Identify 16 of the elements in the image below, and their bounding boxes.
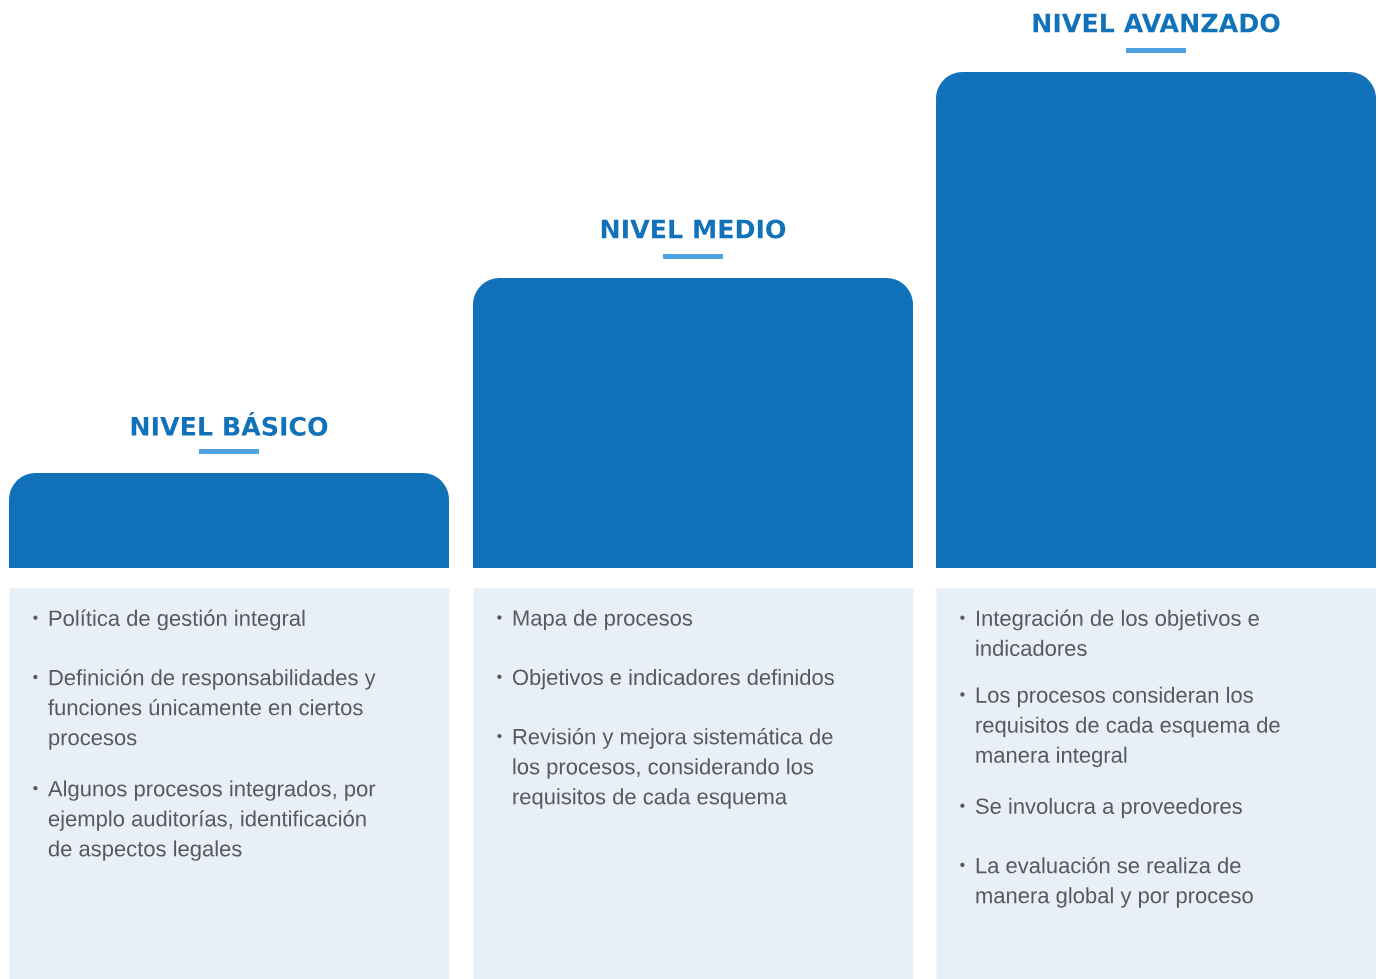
level-heading: NIVEL MEDIO [601,219,786,239]
list-item: Política de gestión integral [49,609,305,631]
list-panel [936,588,1377,979]
list-item: Mapa de procesos [513,609,693,631]
list-item: Se involucra a proveedores [975,797,1242,819]
list-item: Algunos procesos integrados, por ejemplo auditorías, identificación de aspectos legales [48,780,376,861]
list-item: Objetivos e indicadores definidos [513,668,834,690]
list-item: Integración de los objetivos e indicadores [976,609,1259,656]
list-panel [473,588,914,979]
list-item: Los procesos consideran los requisitos de cada esquema de manera integral [976,686,1280,768]
list-item: Definición de responsabilidades y funciones únicamente en ciertos procesos [48,668,376,750]
list-item: Revisión y mejora sistemática de los procesos, considerando los requisitos de cada esquema [513,728,833,809]
list-panel [9,588,450,979]
list-item: La evaluación se realiza de manera global y por proceso [976,856,1253,908]
level-heading: NIVEL BÁSICO [131,412,328,436]
level-heading: NIVEL AVANZADO [1033,13,1280,33]
